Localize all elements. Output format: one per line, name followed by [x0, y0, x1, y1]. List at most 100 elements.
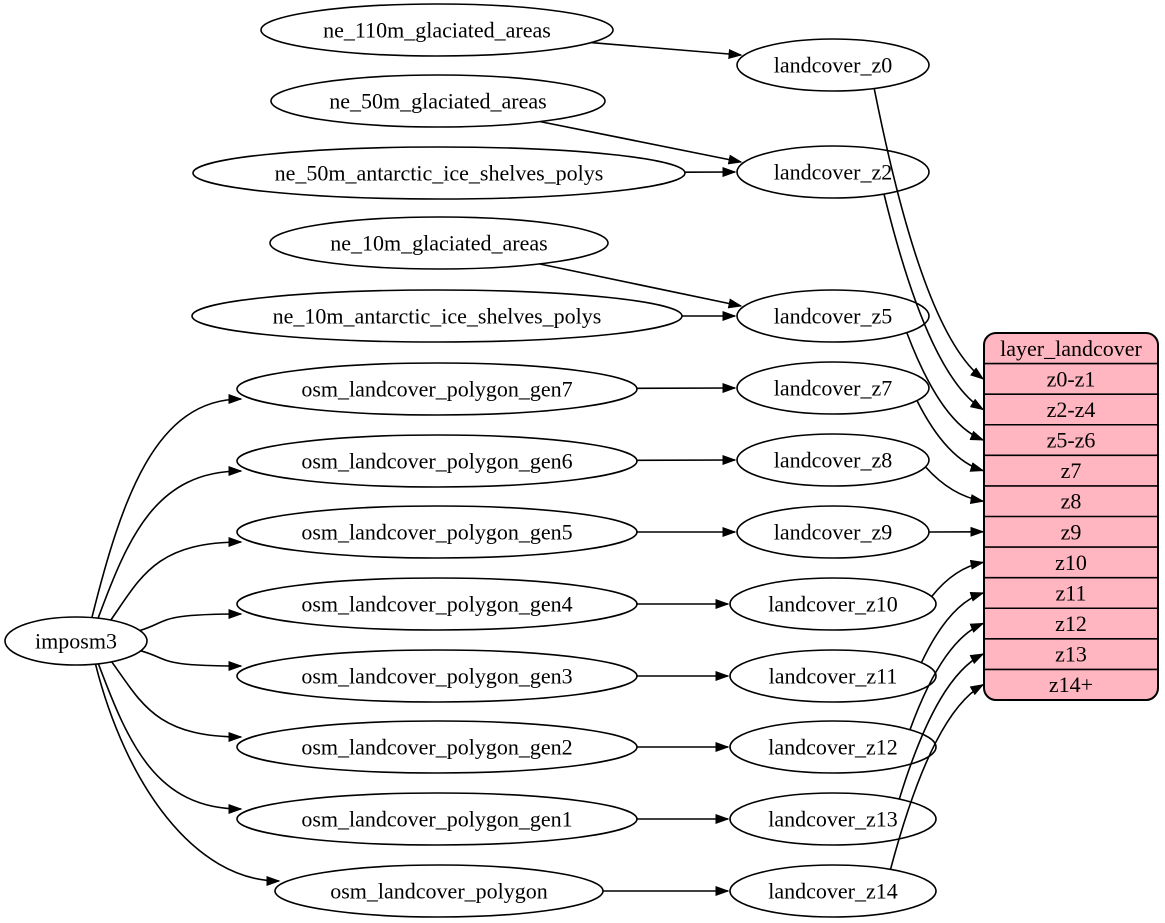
node-osm_landcover_polygon_gen4: osm_landcover_polygon_gen4: [236, 577, 638, 631]
table-row-z11: z11: [1056, 580, 1087, 605]
node-label: landcover_z12: [768, 734, 898, 759]
node-shape: [729, 864, 937, 918]
edge-landcover_z0-row-z0-z1: [873, 88, 985, 380]
table-layer-landcover: layer_landcover z0-z1 z2-z4 z5-z6 z7 z8 z9 z10 z…: [983, 332, 1159, 701]
node-label: ne_50m_antarctic_ice_shelves_polys: [275, 160, 604, 185]
node-landcover_z12: landcover_z12: [729, 720, 937, 774]
edge-ne_110m_glaciated_areas-landcover_z0: [590, 41, 743, 59]
node-ne_50m_antarctic_ice_shelves_polys: ne_50m_antarctic_ice_shelves_polys: [192, 146, 686, 200]
node-osm_landcover_polygon_gen6: osm_landcover_polygon_gen6: [236, 434, 638, 488]
node-landcover_z9: landcover_z9: [736, 505, 930, 559]
node-shape: [736, 433, 930, 487]
table-row-z0-z1: z0-z1: [1047, 366, 1096, 391]
node-label: landcover_z0: [774, 52, 893, 77]
node-shape: [736, 289, 930, 343]
edge-imposm3-osm_landcover_polygon_gen6: [97, 466, 243, 619]
node-shape: [729, 720, 937, 774]
node-label: ne_10m_antarctic_ice_shelves_polys: [273, 303, 602, 328]
edge-imposm3-osm_landcover_polygon_gen4: [139, 609, 243, 632]
node-shape: [269, 216, 609, 270]
node-osm_landcover_polygon_gen3: osm_landcover_polygon_gen3: [236, 649, 638, 703]
table-row-z8: z8: [1061, 489, 1082, 514]
table-row-z10: z10: [1055, 550, 1087, 575]
node-label: landcover_z13: [768, 806, 898, 831]
edge-landcover_z5-row-z5-z6: [906, 332, 985, 441]
edge-imposm3-osm_landcover_polygon_gen5: [110, 537, 243, 621]
node-landcover_z11: landcover_z11: [729, 649, 937, 703]
table-row-z12: z12: [1055, 611, 1087, 636]
node-label: imposm3: [35, 628, 117, 653]
node-imposm3: imposm3: [4, 616, 148, 666]
edge-ne_50m_glaciated_areas-landcover_z2: [540, 120, 743, 165]
node-label: landcover_z10: [768, 591, 898, 616]
node-label: osm_landcover_polygon_gen5: [301, 519, 572, 544]
edge-imposm3-osm_landcover_polygon_gen1: [97, 663, 243, 814]
node-label: landcover_z9: [774, 519, 893, 544]
edge-imposm3-osm_landcover_polygon: [94, 663, 281, 886]
node-landcover_z13: landcover_z13: [729, 792, 937, 846]
node-shape: [729, 577, 937, 631]
edge-imposm3-osm_landcover_polygon_gen3: [140, 650, 243, 671]
node-landcover_z0: landcover_z0: [736, 38, 930, 92]
table-row-z7: z7: [1061, 458, 1082, 483]
edge-landcover_z8-row-z8: [924, 466, 985, 505]
node-label: landcover_z2: [774, 159, 893, 184]
edge-imposm3-osm_landcover_polygon_gen7: [91, 394, 243, 618]
node-landcover_z2: landcover_z2: [736, 145, 930, 199]
node-label: landcover_z11: [769, 663, 898, 688]
edge-landcover_z10-row-z10: [931, 559, 985, 597]
edge-landcover_z13-row-z13: [898, 653, 985, 800]
node-landcover_z5: landcover_z5: [736, 289, 930, 343]
node-ne_50m_glaciated_areas: ne_50m_glaciated_areas: [270, 74, 606, 128]
table-row-z13: z13: [1055, 642, 1087, 667]
node-shape: [4, 616, 148, 666]
node-label: osm_landcover_polygon_gen3: [301, 663, 572, 688]
node-osm_landcover_polygon_gen5: osm_landcover_polygon_gen5: [236, 505, 638, 559]
node-label: landcover_z7: [774, 375, 893, 400]
node-label: osm_landcover_polygon: [330, 878, 548, 903]
node-osm_landcover_polygon: osm_landcover_polygon: [274, 864, 604, 918]
node-shape: [729, 649, 937, 703]
node-label: landcover_z8: [774, 447, 893, 472]
node-ne_10m_glaciated_areas: ne_10m_glaciated_areas: [269, 216, 609, 270]
node-shape: [736, 361, 930, 415]
node-label: osm_landcover_polygon_gen2: [301, 734, 572, 759]
node-landcover_z8: landcover_z8: [736, 433, 930, 487]
edge-landcover_z2-row-z2-z4: [883, 193, 985, 411]
node-shape: [736, 38, 930, 92]
edge-ne_10m_glaciated_areas-landcover_z5: [539, 263, 743, 309]
node-shape: [270, 74, 606, 128]
table-row-z14+: z14+: [1049, 672, 1093, 697]
node-shape: [192, 146, 686, 200]
node-ne_10m_antarctic_ice_shelves_polys: ne_10m_antarctic_ice_shelves_polys: [191, 289, 683, 343]
node-osm_landcover_polygon_gen1: osm_landcover_polygon_gen1: [236, 792, 638, 846]
edge-landcover_z14-row-z14+: [889, 683, 985, 870]
node-ne_110m_glaciated_areas: ne_110m_glaciated_areas: [260, 3, 614, 57]
edge-imposm3-osm_landcover_polygon_gen2: [111, 661, 243, 742]
node-label: osm_landcover_polygon_gen6: [301, 448, 572, 473]
node-landcover_z10: landcover_z10: [729, 577, 937, 631]
node-shape: [736, 145, 930, 199]
edge-landcover_z7-row-z7: [916, 400, 985, 472]
node-label: ne_10m_glaciated_areas: [330, 230, 547, 255]
edge-landcover_z12-row-z12: [909, 622, 985, 730]
node-shape: [260, 3, 614, 57]
node-osm_landcover_polygon_gen2: osm_landcover_polygon_gen2: [236, 720, 638, 774]
node-landcover_z7: landcover_z7: [736, 361, 930, 415]
node-label: landcover_z14: [768, 878, 898, 903]
node-label: ne_50m_glaciated_areas: [329, 88, 546, 113]
table-title: layer_landcover: [1000, 336, 1142, 361]
node-label: osm_landcover_polygon_gen4: [301, 591, 572, 616]
table-row-z5-z6: z5-z6: [1047, 428, 1096, 453]
table-row-z2-z4: z2-z4: [1047, 397, 1096, 422]
node-landcover_z14: landcover_z14: [729, 864, 937, 918]
table-row-z9: z9: [1061, 519, 1082, 544]
node-shape: [729, 792, 937, 846]
node-label: osm_landcover_polygon_gen7: [301, 376, 572, 401]
node-label: landcover_z5: [774, 303, 893, 328]
edge-landcover_z11-row-z11: [920, 592, 985, 664]
node-osm_landcover_polygon_gen7: osm_landcover_polygon_gen7: [236, 362, 638, 416]
node-label: osm_landcover_polygon_gen1: [301, 806, 572, 831]
